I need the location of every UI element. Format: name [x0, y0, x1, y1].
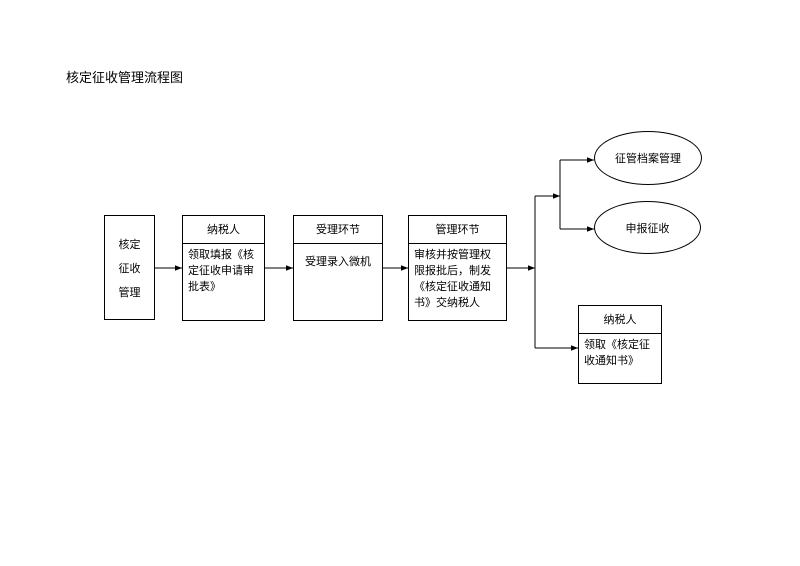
node-manage: 管理环节 审核并按管理权限报批后，制发《核定征收通知书》交纳税人: [408, 215, 507, 321]
node-accept-header: 受理环节: [294, 216, 382, 244]
node-start-line-3: 管理: [118, 286, 141, 299]
node-taxpayer-apply: 纳税人 领取填报《核定征收申请审批表》: [182, 215, 265, 321]
node-manage-body: 审核并按管理权限报批后，制发《核定征收通知书》交纳税人: [414, 248, 491, 309]
node-taxpayer-receive-header: 纳税人: [579, 306, 661, 334]
node-accept-body: 受理录入微机: [305, 255, 371, 268]
node-start: 核定 征收 管理: [104, 215, 155, 320]
node-manage-header: 管理环节: [409, 216, 506, 244]
node-taxpayer-apply-header: 纳税人: [183, 216, 264, 244]
node-taxpayer-receive: 纳税人 领取《核定征收通知书》: [578, 305, 662, 384]
node-taxpayer-receive-body: 领取《核定征收通知书》: [584, 338, 650, 367]
page-title: 核定征收管理流程图: [66, 71, 184, 86]
node-start-line-2: 征收: [118, 262, 141, 275]
node-declare: 申报征收: [594, 201, 701, 254]
node-taxpayer-apply-body: 领取填报《核定征收申请审批表》: [188, 248, 254, 293]
node-archive-label: 征管档案管理: [615, 152, 681, 165]
node-declare-label: 申报征收: [625, 221, 670, 235]
node-archive: 征管档案管理: [594, 131, 702, 185]
node-start-line-1: 核定: [118, 238, 141, 251]
node-accept: 受理环节 受理录入微机: [293, 215, 383, 321]
